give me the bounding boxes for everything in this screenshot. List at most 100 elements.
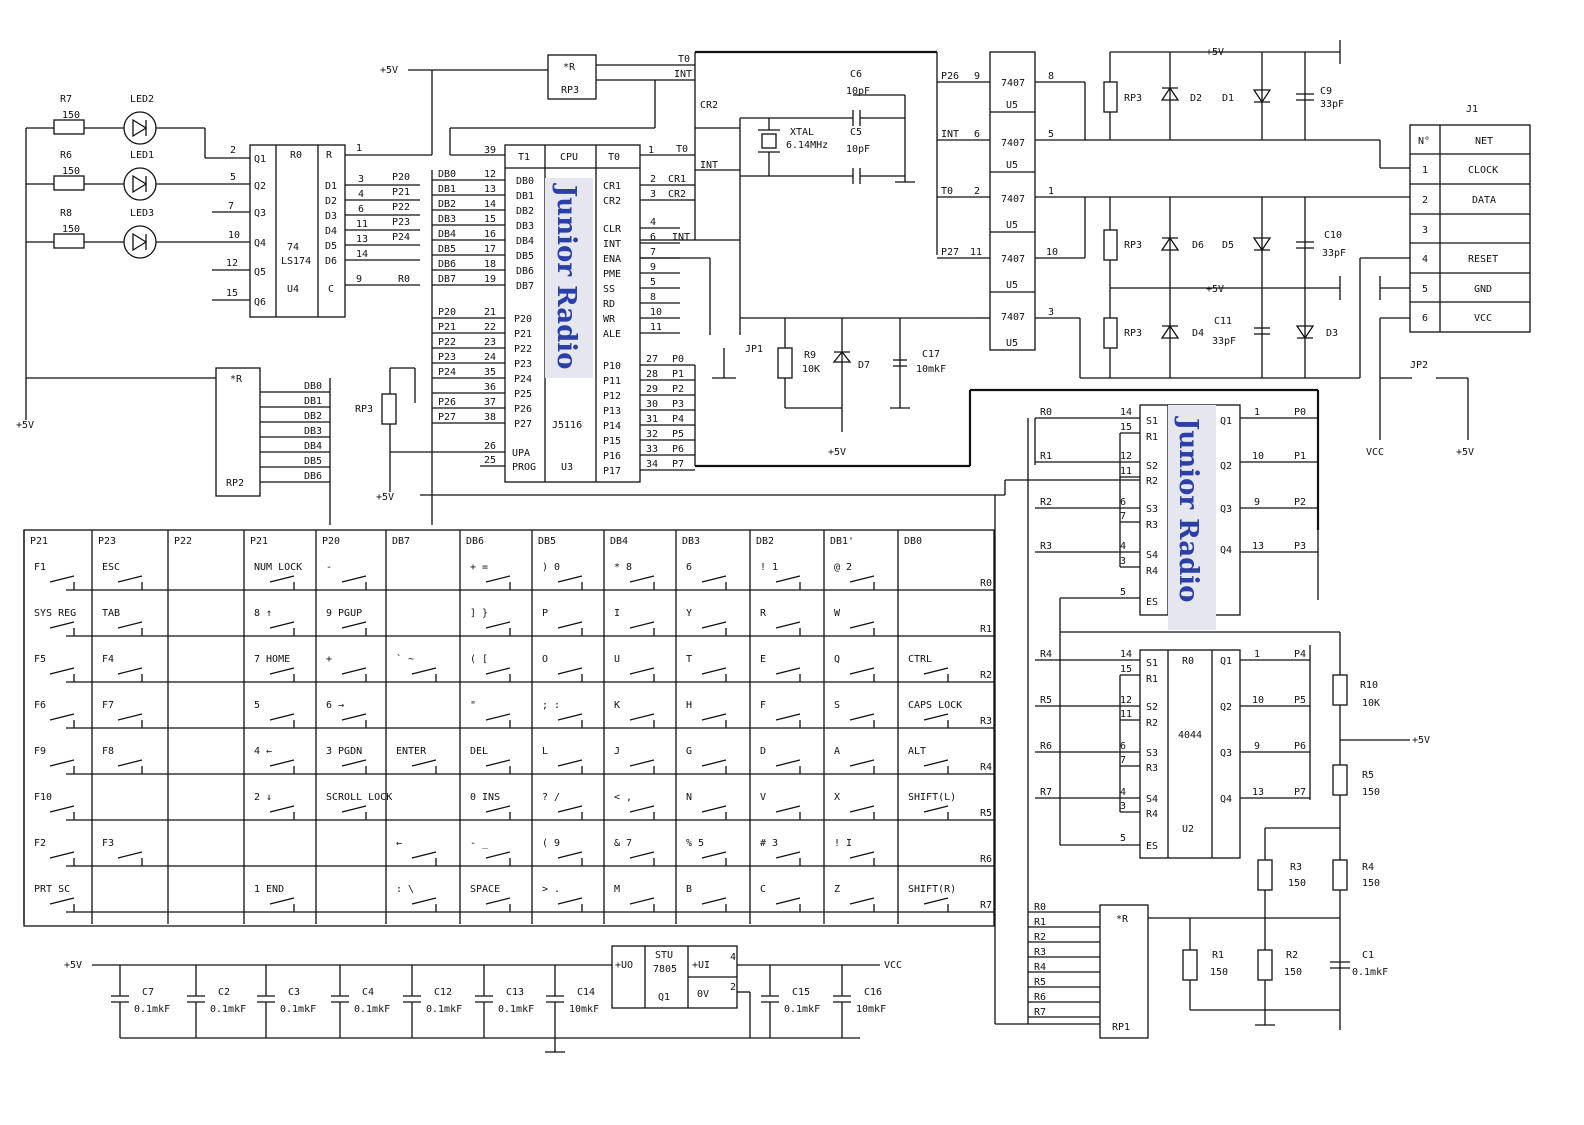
kbd-row-label-5: R5 [980,808,992,819]
cpu-p1-pin-4: 31 [646,414,658,425]
u4-pin13: 13 [356,234,368,245]
cpu-left-p-net-0: P20 [438,307,456,318]
kbd-col-head-4: P20 [322,536,340,547]
kbd-key-6-1: F3 [102,838,114,849]
kbd-col-head-2: P22 [174,536,192,547]
c9-value: 33pF [1320,99,1344,110]
bus-vcc: VCC [884,960,902,971]
buf-pin5: 5 [1048,129,1054,140]
kbd-key-4-5: ENTER [396,746,427,757]
kbd-col-head-11: DB1' [830,536,854,547]
u4-pin11: 11 [356,219,368,230]
bus-cap-value-2: 0.1mkF [280,1004,316,1015]
buf-pin11: 11 [970,247,982,258]
cpu-p1-net-7: P7 [672,459,684,470]
r3-value: 150 [1288,878,1306,889]
rp3-a: RP3 [1124,93,1142,104]
j1-n3: 3 [1422,225,1428,236]
rp3-top-ref: RP3 [561,85,579,96]
u2-r1: R1 [1146,674,1158,685]
u4-chip: Q1 Q2 Q3 Q4 Q5 Q6 7 12 15 R0 74 LS174 U4… [212,143,432,318]
cpu-right-label-6: SS [603,284,615,295]
kbd-switch-3-10 [775,713,801,728]
cpu-right-pin-2: 4 [650,217,656,228]
kbd-switch-1-3 [269,621,295,636]
kbd-switch-4-7 [557,759,583,774]
top-p5v-label: +5V [380,65,398,76]
u2-es: ES [1146,841,1158,852]
bus-p5v: +5V [64,960,82,971]
cpu-pin39: 39 [484,145,496,156]
u4-net-p21: P21 [392,187,410,198]
kbd-switch-1-1 [117,621,143,636]
kbd-key-4-8: J [614,746,620,757]
u2-ref: U2 [1182,824,1194,835]
kbd-key-2-12: CTRL [908,654,932,665]
u2-q2: Q2 [1220,702,1232,713]
u4-pin5: 5 [230,172,236,183]
kbd-col-head-0: P21 [30,536,48,547]
kbd-key-2-8: U [614,654,620,665]
r2-value: 150 [1284,967,1302,978]
kbd-switch-0-6 [485,575,511,590]
bus-cap-name-8: C16 [864,987,882,998]
r2-label: R2 [1286,950,1298,961]
u1-pin1: 1 [1254,407,1260,418]
j1-hdr-net: NET [1475,136,1493,147]
c6-label: C6 [850,69,862,80]
rp2-network: *R RP2 DB0 DB1 DB2 DB3 DB4 DB5 DB6 [215,367,331,525]
kbd-switch-3-0 [49,713,75,728]
kbd-switch-3-3 [269,713,295,728]
kbd-switch-3-1 [117,713,143,728]
led-section: +5V R7 150 LED2 2 R6 150 LED1 5 R8 150 L… [16,94,250,431]
kbd-key-0-11: @ 2 [834,562,852,573]
u2-part: 4044 [1178,730,1202,741]
u1-in-r1: R1 [1040,451,1052,462]
buf-pin6: 6 [974,129,980,140]
reg-ref: Q1 [658,992,670,1003]
kbd-switch-2-8 [629,667,655,682]
kbd-col-head-7: DB5 [538,536,556,547]
kbd-key-7-6: SPACE [470,884,500,895]
kbd-key-6-9: % 5 [686,838,704,849]
kbd-switch-6-11 [849,851,875,866]
u4-q3: Q3 [254,208,266,219]
kbd-switch-6-6 [485,851,511,866]
cpu-left-p-net-6: P27 [438,412,456,423]
kbd-switch-5-8 [629,805,655,820]
kbd-key-5-9: N [686,792,692,803]
j1-n4: 4 [1422,254,1428,265]
c11-label: C11 [1214,316,1232,327]
kbd-switch-5-6 [485,805,511,820]
kbd-key-6-5: ← [396,838,402,849]
buf-in-p26: P26 [941,71,959,82]
kbd-switch-7-9 [701,897,727,912]
kbd-key-2-4: + [326,654,332,665]
u4-pin6: 6 [358,204,364,215]
cpu-pin26: 26 [484,441,496,452]
bus-cap-value-0: 0.1mkF [134,1004,170,1015]
c6-value: 10pF [846,86,870,97]
j1-vcc: VCC [1474,313,1492,324]
rp3-top-star: *R [563,62,576,73]
kbd-col-head-10: DB2 [756,536,774,547]
u1-q2: Q2 [1220,461,1232,472]
c1-label: C1 [1362,950,1374,961]
u2-out-p5: P5 [1294,695,1306,706]
rp1-net-5: R5 [1034,977,1046,988]
led2-label: LED2 [130,94,154,105]
net-cr2-cpu: CR2 [668,189,686,200]
kbd-key-1-0: SYS REG [34,608,76,619]
kbd-key-2-6: ( [ [470,654,488,665]
net-int-top: INT [674,69,692,80]
cpu-p1-label-5: P15 [603,436,621,447]
watermark-text-2: Junior Radio [1173,416,1203,603]
kbd-switch-7-10 [775,897,801,912]
cpu-upa: UPA [512,448,530,459]
bus-cap-value-7: 0.1mkF [784,1004,820,1015]
rp1-net-4: R4 [1034,962,1046,973]
kbd-switch-2-3 [269,667,295,682]
bus-cap-name-4: C12 [434,987,452,998]
cpu-p2-label-4: P24 [514,374,532,385]
